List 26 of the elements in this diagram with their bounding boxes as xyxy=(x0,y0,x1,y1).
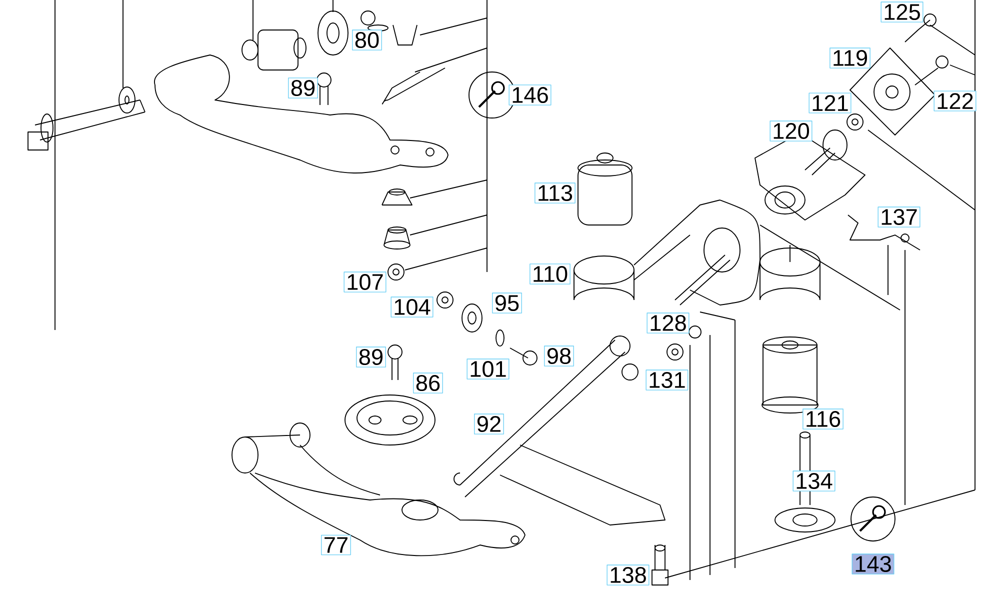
callout-number: 125 xyxy=(880,2,924,22)
callout-number: 146 xyxy=(508,84,552,106)
callout-number: 107 xyxy=(344,272,386,292)
callout-number: 113 xyxy=(534,182,576,204)
callout-number: 143 xyxy=(852,554,894,574)
callout-number: 121 xyxy=(808,92,852,114)
callout-number: 122 xyxy=(934,90,976,112)
callout-number: 86 xyxy=(413,372,443,394)
callout-number: 104 xyxy=(390,296,434,318)
callout-number: 120 xyxy=(770,120,812,142)
callout-number: 119 xyxy=(830,48,870,68)
callout-number: 101 xyxy=(466,358,510,380)
callout-number: 77 xyxy=(321,534,351,556)
callout-number: 128 xyxy=(646,312,690,334)
callout-number: 95 xyxy=(492,292,522,314)
callout-number: 116 xyxy=(802,408,844,430)
callout-number: 80 xyxy=(352,30,382,50)
callout-number: 110 xyxy=(530,264,570,284)
callout-number: 92 xyxy=(474,414,504,434)
callout-number: 89 xyxy=(288,78,318,98)
callout-number: 137 xyxy=(878,206,920,228)
callout-number: 138 xyxy=(606,564,650,586)
callout-number: 98 xyxy=(544,346,574,366)
callout-number: 89 xyxy=(356,346,386,368)
callout-number: 134 xyxy=(792,470,836,492)
callout-number: 131 xyxy=(646,370,688,390)
